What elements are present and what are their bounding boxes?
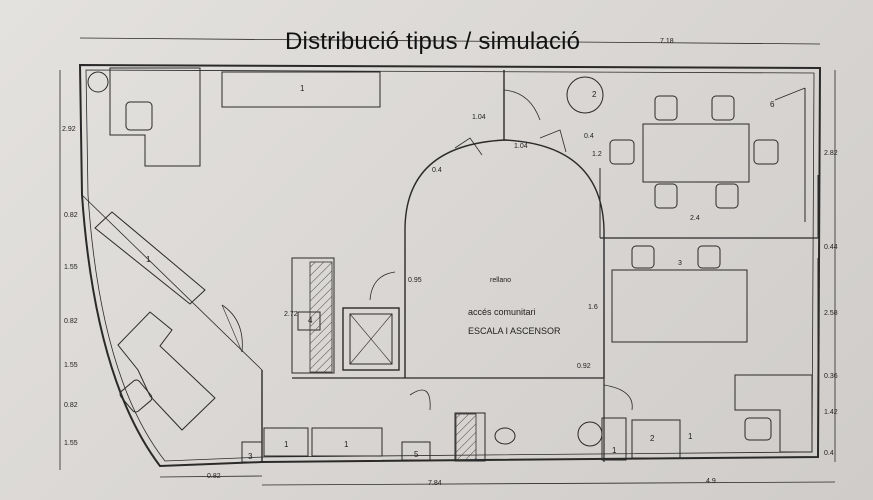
dim-left-6: 0.82 bbox=[64, 402, 78, 409]
desk-left-diagonal bbox=[94, 211, 206, 305]
desk-bottom-right-2 bbox=[631, 419, 681, 459]
dim-door-a: 1.04 bbox=[472, 114, 486, 121]
label-cabinet-1: 1 bbox=[300, 84, 305, 93]
dim-095: 0.95 bbox=[408, 277, 422, 284]
dim-24: 2.4 bbox=[690, 215, 700, 222]
cabinet-top bbox=[221, 71, 381, 108]
label-cabinet-1b: 1 bbox=[284, 440, 289, 449]
meeting-table bbox=[642, 123, 750, 183]
label-escala: ESCALA I ASCENSOR bbox=[468, 326, 561, 336]
label-cabinet-1c: 1 bbox=[344, 440, 349, 449]
logo-mark bbox=[87, 71, 109, 93]
label-item-5: 5 bbox=[414, 450, 419, 459]
label-item-3: 3 bbox=[248, 452, 253, 461]
page-title: Distribució tipus / simulació bbox=[285, 28, 581, 55]
dim-left-3: 1.55 bbox=[64, 264, 78, 271]
hatched-wall-stair bbox=[309, 261, 333, 373]
dim-left-7: 1.55 bbox=[64, 440, 78, 447]
desk-right-middle bbox=[611, 269, 748, 343]
desk-right-bottom bbox=[734, 374, 813, 453]
dim-door-b: 1.04 bbox=[514, 143, 528, 150]
label-item-6: 6 bbox=[770, 100, 775, 109]
dim-right-5: 1.42 bbox=[824, 409, 838, 416]
label-item-1e: 1 bbox=[688, 432, 693, 441]
dim-bottom-right: 4.9 bbox=[706, 478, 716, 485]
dim-3: 3 bbox=[678, 260, 682, 267]
dim-bottom-small-line bbox=[159, 475, 263, 478]
dim-right-4: 0.36 bbox=[824, 373, 838, 380]
dim-top-line bbox=[79, 37, 821, 45]
outer-wall bbox=[78, 63, 822, 468]
dim-left-2: 0.82 bbox=[64, 212, 78, 219]
dim-272: 2.72 bbox=[284, 311, 298, 318]
chair-top-left bbox=[125, 101, 153, 131]
round-table bbox=[566, 76, 604, 114]
dim-16: 1.6 bbox=[588, 304, 598, 311]
desk-top-left bbox=[109, 67, 201, 167]
dim-bottom-small: 0.82 bbox=[207, 473, 221, 480]
dim-bottom-left: 7.84 bbox=[428, 480, 442, 487]
dim-left-1: 2.92 bbox=[62, 126, 76, 133]
stair-block bbox=[291, 257, 335, 374]
dim-12: 1.2 bbox=[592, 151, 602, 158]
dim-right-2: 0.44 bbox=[824, 244, 838, 251]
hatched-wall-bath bbox=[455, 413, 477, 461]
dim-right-6: 0.4 bbox=[824, 450, 834, 457]
dim-092: 0.92 bbox=[577, 363, 591, 370]
label-desk-1: 1 bbox=[146, 255, 151, 264]
label-round-table-2: 2 bbox=[592, 90, 597, 99]
dim-04a: 0.4 bbox=[432, 167, 442, 174]
dim-left-5: 1.55 bbox=[64, 362, 78, 369]
dim-left-4: 0.82 bbox=[64, 318, 78, 325]
dim-04b: 0.4 bbox=[584, 133, 594, 140]
label-item-1d: 1 bbox=[612, 446, 617, 455]
dim-right-1: 2.82 bbox=[824, 150, 838, 157]
landing-outline bbox=[404, 139, 605, 378]
inner-outline bbox=[85, 69, 815, 462]
dim-top-total: 7.18 bbox=[660, 38, 674, 45]
elevator bbox=[342, 307, 400, 371]
dim-bottom-line bbox=[261, 481, 836, 486]
desk-left-l bbox=[117, 311, 216, 431]
label-acces: accés comunitari bbox=[468, 307, 536, 317]
label-item-4: 4 bbox=[308, 316, 313, 325]
label-rellano: rellano bbox=[490, 277, 512, 284]
label-desk-2: 2 bbox=[650, 434, 655, 443]
dim-right-3: 2.58 bbox=[824, 310, 838, 317]
